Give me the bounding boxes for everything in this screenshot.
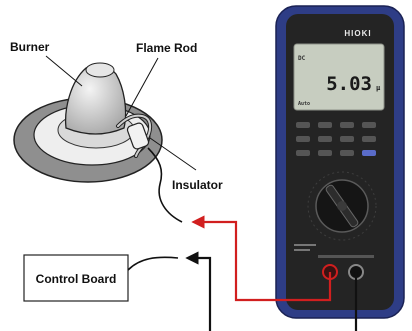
red-probe-lead	[191, 215, 332, 302]
meter-button[interactable]	[340, 122, 354, 128]
meter-model-text	[294, 249, 310, 251]
control-board-label: Control Board	[36, 272, 117, 286]
meter-button[interactable]	[340, 150, 354, 156]
burner-label: Burner	[10, 40, 50, 54]
meter-brand: HIOKI	[344, 29, 371, 38]
insulator-leader	[149, 137, 197, 171]
control-board: Control Board	[23, 254, 179, 302]
dial-markings-ring	[307, 171, 377, 241]
meter-button-blue[interactable]	[362, 150, 376, 156]
control-board-wire	[127, 256, 179, 271]
lcd-reading: 5.03	[326, 73, 372, 95]
burner-cone	[64, 63, 127, 135]
meter-button[interactable]	[340, 136, 354, 142]
black-probe-lead-left	[185, 251, 212, 331]
flame-rod-core	[117, 114, 152, 157]
lcd-small-bottom: Auto	[298, 101, 310, 107]
insulator-label: Insulator	[172, 178, 223, 192]
multimeter: HIOKI DC 5.03 μ Auto	[275, 5, 405, 319]
flame-rod-label: Flame Rod	[136, 41, 197, 55]
burner-assembly	[13, 62, 183, 223]
flame-rod-wire	[147, 147, 183, 223]
meter-button[interactable]	[318, 150, 332, 156]
meter-button[interactable]	[318, 122, 332, 128]
meter-button[interactable]	[296, 122, 310, 128]
jack-label-strip	[318, 255, 374, 258]
meter-button[interactable]	[318, 136, 332, 142]
insulator-block	[126, 122, 150, 150]
control-board-box	[23, 254, 129, 302]
meter-button[interactable]	[296, 136, 310, 142]
meter-lcd	[293, 43, 385, 111]
burner-leader	[45, 55, 83, 87]
meter-model-text	[294, 244, 316, 246]
meter-button[interactable]	[362, 136, 376, 142]
lcd-reading-unit: μ	[376, 84, 381, 92]
meter-button-panel	[296, 122, 376, 156]
burner-cone-top	[85, 62, 115, 78]
lcd-small-top: DC	[298, 55, 306, 62]
flame-rod-leader	[125, 57, 159, 117]
rotary-dial-icon[interactable]	[315, 179, 369, 233]
meter-button[interactable]	[296, 150, 310, 156]
meter-button[interactable]	[362, 122, 376, 128]
